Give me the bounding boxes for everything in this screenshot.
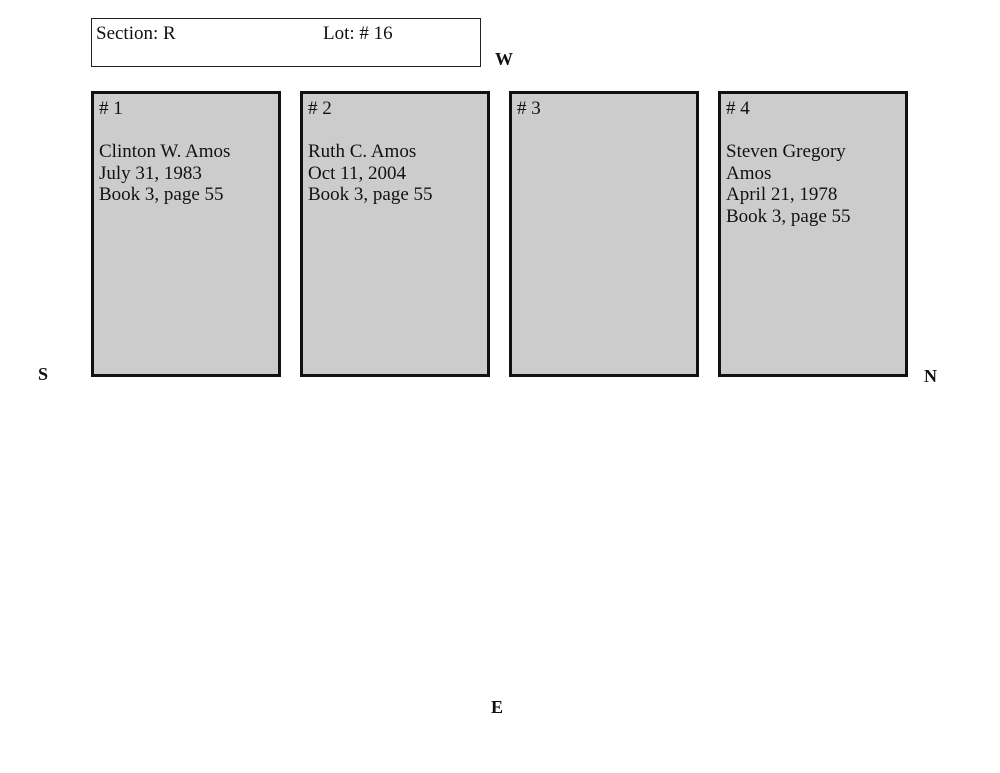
plot-name-cont: Amos <box>726 162 772 184</box>
plot-name: Steven Gregory <box>726 141 846 162</box>
compass-south: S <box>38 364 49 384</box>
grave-plot-3: # 3 <box>509 91 699 377</box>
compass-west: W <box>495 49 513 69</box>
plot-record: Book 3, page 55 <box>308 184 433 205</box>
plot-date: April 21, 1978 <box>726 184 838 205</box>
plot-name: Clinton W. Amos <box>99 141 231 162</box>
plot-record: Book 3, page 55 <box>99 184 224 205</box>
lot-label: Lot: # 16 <box>323 23 393 44</box>
plot-number: # 2 <box>308 98 332 119</box>
plot-date: July 31, 1983 <box>99 162 202 184</box>
plot-name: Ruth C. Amos <box>308 141 417 162</box>
grave-plot-2: # 2 Ruth C. Amos Oct 11, 2004 Book 3, pa… <box>300 91 490 377</box>
plot-number: # 4 <box>726 98 750 119</box>
section-label: Section: R <box>96 23 176 44</box>
plot-number: # 1 <box>99 98 123 119</box>
plot-date: Oct 11, 2004 <box>308 162 406 184</box>
grave-plot-1: # 1 Clinton W. Amos July 31, 1983 Book 3… <box>91 91 281 377</box>
plot-number: # 3 <box>517 98 541 119</box>
plot-record: Book 3, page 55 <box>726 205 851 227</box>
section-lot-header: Section: R Lot: # 16 <box>91 18 481 67</box>
compass-east: E <box>491 697 504 717</box>
grave-plot-4: # 4 Steven Gregory Amos April 21, 1978 B… <box>718 91 908 377</box>
compass-north: N <box>924 366 937 386</box>
